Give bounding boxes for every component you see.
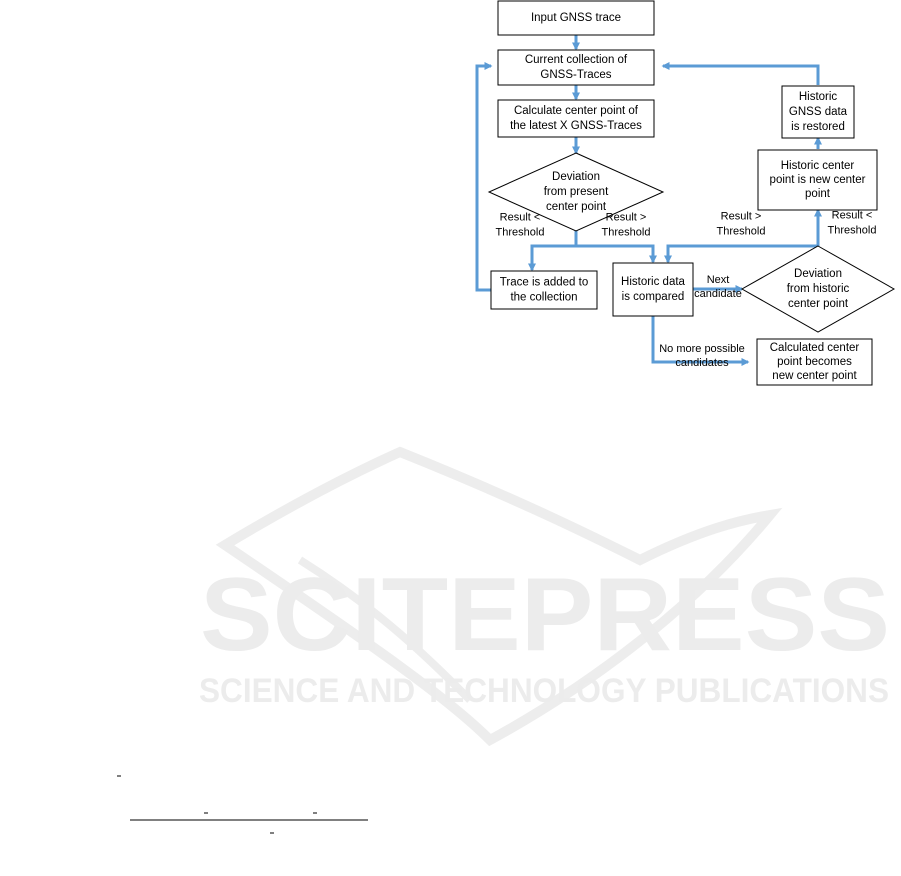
edge-label-text: No more possible — [659, 343, 745, 355]
node-historic-center: Historic center point is new center point — [757, 149, 878, 211]
node-label: Historic — [799, 91, 838, 103]
node-historic-compared: Historic data is compared — [612, 262, 694, 317]
decision-diamond — [487, 152, 665, 232]
node-label: from present — [544, 186, 609, 198]
edge-restored-to-collection — [661, 62, 820, 85]
node-label: is compared — [622, 291, 685, 303]
process-box — [497, 49, 655, 86]
node-label: center point — [788, 298, 849, 310]
node-label: GNSS data — [789, 106, 848, 118]
node-label: from historic — [787, 283, 850, 295]
node-label: Calculated center — [770, 342, 860, 354]
edge-label-result-lt-2: Result < Threshold — [828, 209, 877, 236]
node-label: new center point — [772, 370, 857, 382]
node-label: point is new center — [770, 174, 866, 186]
node-label: is restored — [791, 121, 845, 133]
formula-fragment — [117, 775, 368, 834]
node-label: Historic center — [781, 160, 855, 172]
node-label: Historic data — [621, 276, 686, 288]
node-label: point — [805, 188, 831, 200]
node-dev-historic: Deviation from historic center point — [740, 245, 896, 333]
edge-label-result-gt-1: Result > Threshold — [602, 211, 651, 238]
flowchart-edges — [475, 35, 822, 366]
process-box — [612, 262, 694, 317]
edge-label-text: candidates — [675, 357, 729, 369]
node-input: Input GNSS trace — [497, 0, 655, 36]
node-label: center point — [546, 201, 607, 213]
process-box — [490, 270, 598, 310]
edge-label-text: candidate — [694, 288, 742, 300]
edge-deviation-to-historic-compared — [576, 244, 657, 264]
edge-label-text: Threshold — [496, 226, 545, 238]
watermark-logo: SCITEPRESS SCIENCE AND TECHNOLOGY PUBLIC… — [199, 446, 890, 747]
node-dev-present: Deviation from present center point — [487, 152, 665, 232]
node-calc-new: Calculated center point becomes new center… — [756, 338, 873, 386]
edge-label-no-more: No more possible candidates — [659, 343, 745, 369]
node-label: the latest X GNSS-Traces — [510, 120, 642, 132]
process-box — [497, 0, 655, 36]
edge-label-next-candidate: Next candidate — [694, 274, 742, 300]
node-added: Trace is added to the collection — [490, 270, 598, 310]
edge-label-text: Threshold — [717, 225, 766, 237]
process-box — [781, 85, 855, 139]
edge-compared-to-calc-new — [651, 316, 750, 366]
edge-label-text: Result < — [832, 209, 873, 221]
process-box — [497, 99, 655, 138]
edge-label-text: Result > — [606, 211, 647, 223]
watermark-tagline: SCIENCE AND TECHNOLOGY PUBLICATIONS — [199, 672, 889, 710]
edge-label-text: Result > — [721, 210, 762, 222]
edge-label-text: Result < — [500, 211, 541, 223]
node-label: Deviation — [552, 171, 600, 183]
process-box — [756, 338, 873, 386]
edge-dev-historic-to-compared — [664, 244, 818, 264]
edge-deviation-to-added — [528, 244, 576, 272]
node-label: Trace is added to — [500, 277, 588, 289]
node-collection: Current collection of GNSS-Traces — [497, 49, 655, 86]
edge-added-loop-to-collection — [475, 62, 493, 292]
edge-label-text: Threshold — [602, 226, 651, 238]
decision-diamond — [740, 245, 896, 333]
node-label: Calculate center point of — [514, 105, 639, 117]
node-label: point becomes — [777, 356, 852, 368]
edge-label-result-gt-2: Result > Threshold — [717, 210, 766, 237]
node-label: Deviation — [794, 268, 842, 280]
edge-label-text: Next — [707, 274, 730, 286]
watermark-brand: SCITEPRESS — [200, 557, 890, 673]
node-label: the collection — [510, 292, 577, 304]
node-label: Input GNSS trace — [531, 12, 621, 24]
edge-label-text: Threshold — [828, 224, 877, 236]
node-label: Current collection of — [525, 54, 628, 66]
edge-label-result-lt-1: Result < Threshold — [496, 211, 545, 238]
node-label: GNSS-Traces — [540, 69, 611, 81]
process-box — [757, 149, 878, 211]
node-calc: Calculate center point of the latest X GN… — [497, 99, 655, 138]
